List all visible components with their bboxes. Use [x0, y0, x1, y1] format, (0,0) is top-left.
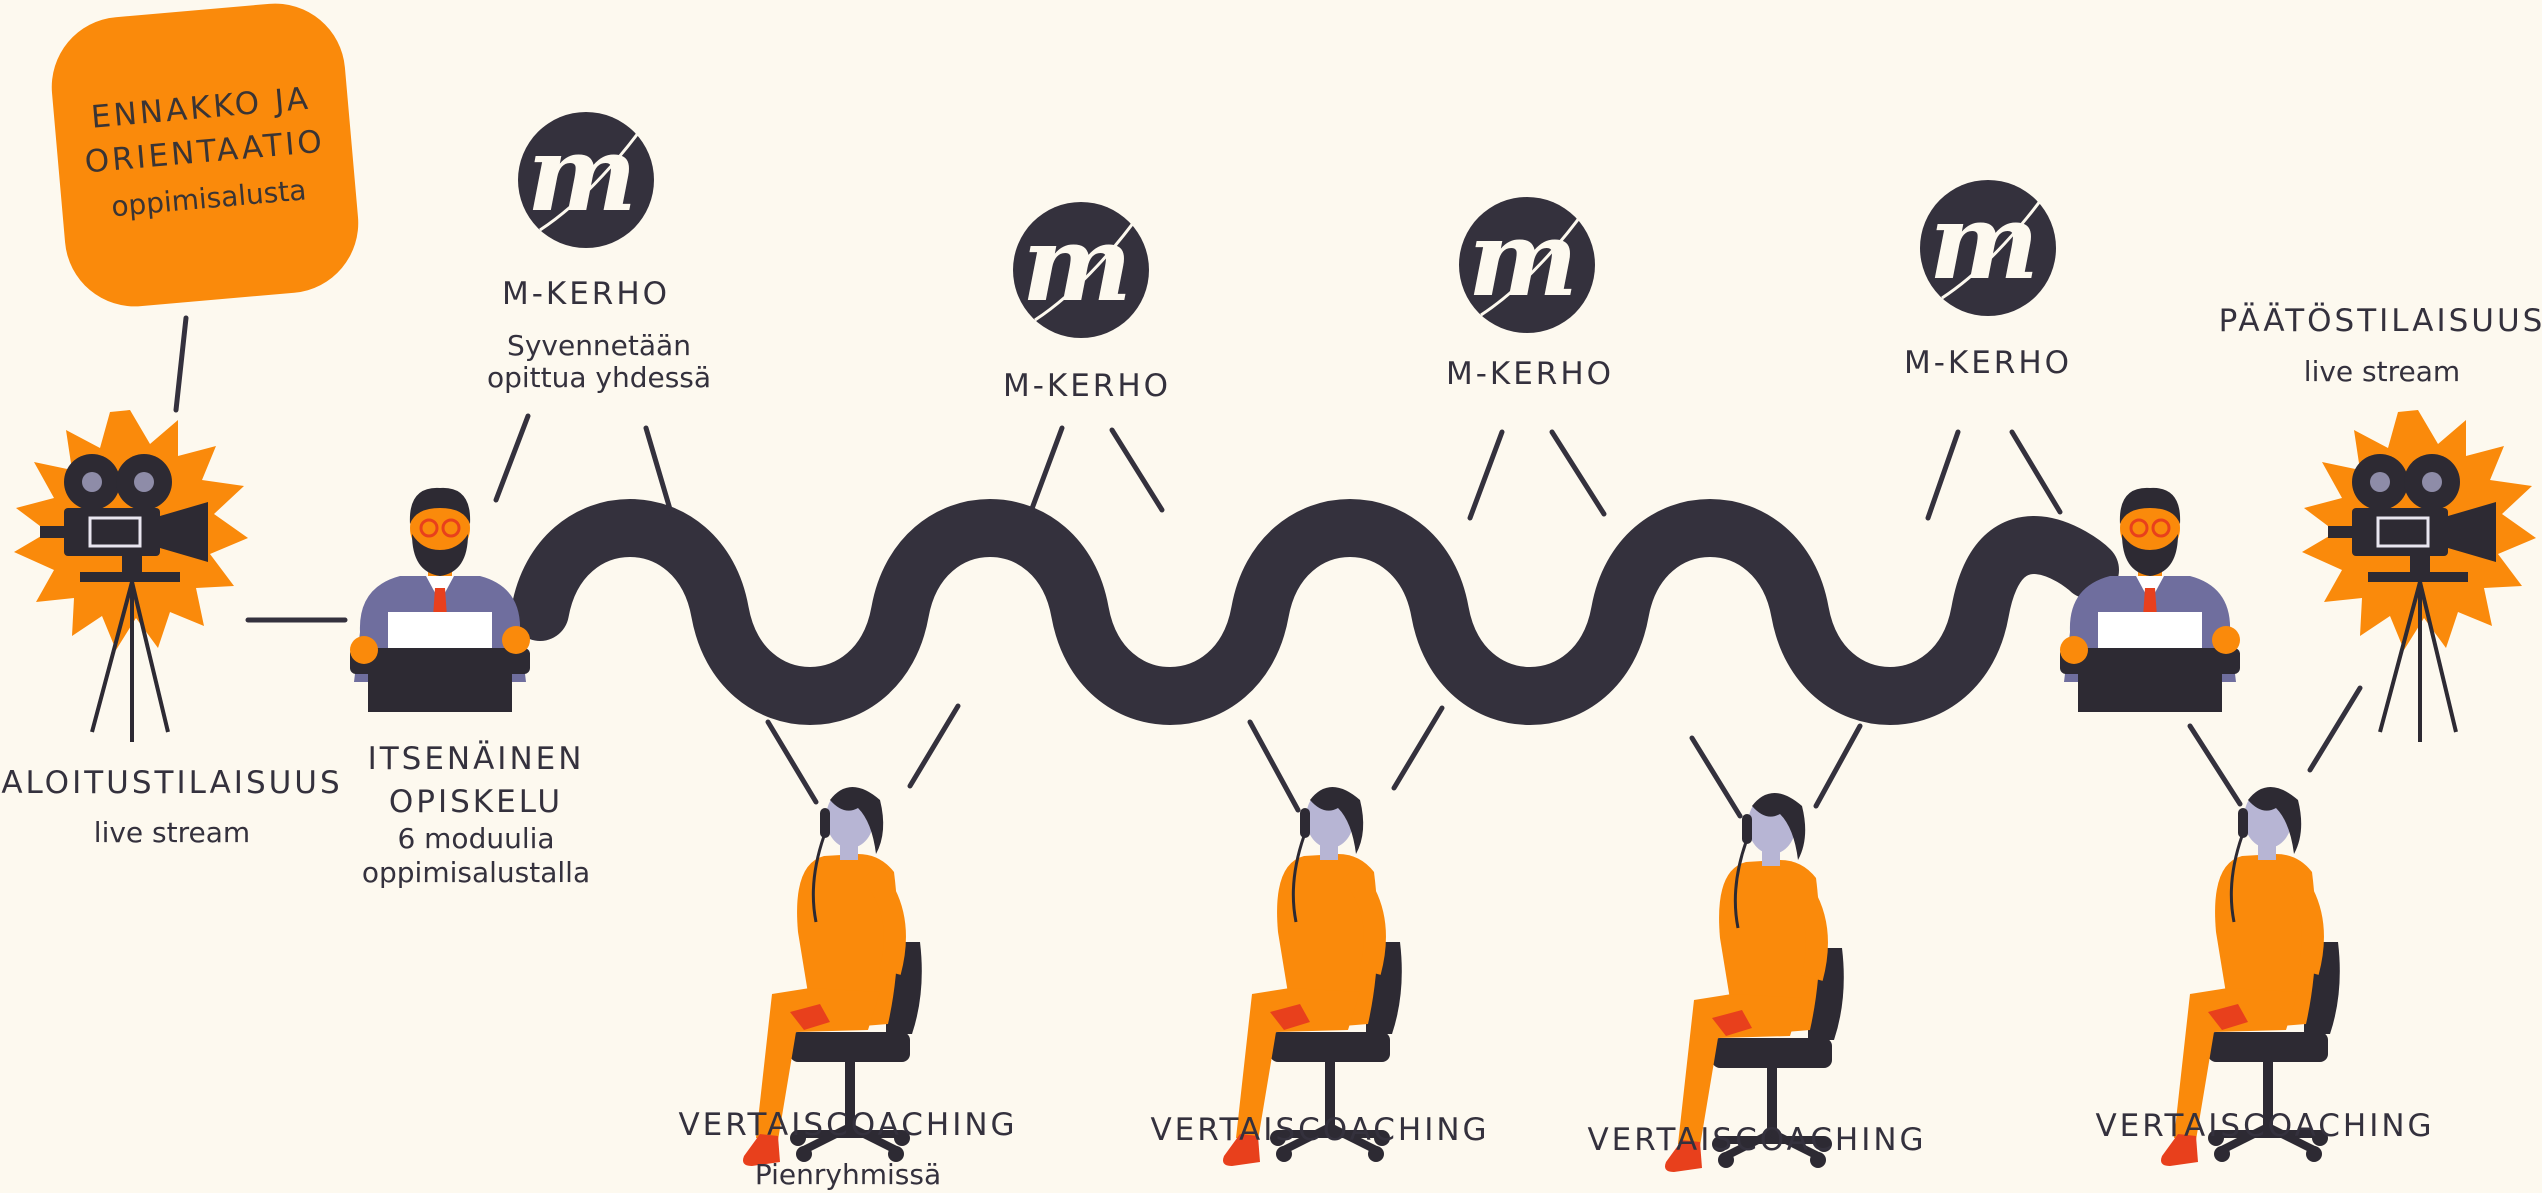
- coaching-title: VERTAISCOACHING: [1587, 1122, 1927, 1158]
- orientation-box: ENNAKKO JA ORIENTAATIO oppimisalusta: [45, 0, 365, 313]
- coaching-title: VERTAISCOACHING: [1150, 1112, 1490, 1148]
- end-event-subtitle: live stream: [2303, 355, 2461, 388]
- independent-study-title-line2: OPISKELU: [388, 784, 564, 820]
- m-logo-icon: [1011, 200, 1151, 340]
- connector-lines: [173, 315, 2363, 819]
- coaching-subtitle: Pienryhmissä: [754, 1158, 942, 1191]
- man-typewriter-icon: [348, 486, 532, 714]
- end-event-title: PÄÄTÖSTILAISUUS: [2218, 303, 2542, 339]
- film-camera-icon: [12, 408, 250, 744]
- m-club-title: M-KERHO: [1903, 345, 2073, 381]
- film-camera-icon: [2300, 408, 2538, 744]
- start-event-title: ALOITUSTILAISUUS: [1, 765, 343, 801]
- m-club-sub-line1: Syvennetään: [507, 329, 691, 362]
- m-logo-icon: [1918, 178, 2058, 318]
- woman-phone-chair-icon: [1665, 793, 1844, 1172]
- coaching-title: VERTAISCOACHING: [678, 1107, 1018, 1143]
- independent-study-title-line1: ITSENÄINEN: [367, 741, 585, 777]
- man-typewriter-icon: [2058, 486, 2242, 714]
- start-event-subtitle: live stream: [93, 816, 251, 849]
- m-logo-icon: [516, 110, 656, 250]
- independent-study-sub-line1: 6 moduulia: [397, 822, 555, 855]
- independent-study-sub-line2: oppimisalustalla: [361, 856, 591, 889]
- woman-phone-chair-icon: [1223, 787, 1402, 1166]
- winding-road: [511, 499, 2119, 725]
- coaching-title: VERTAISCOACHING: [2095, 1108, 2435, 1144]
- m-club-title: M-KERHO: [1445, 356, 1615, 392]
- m-club-title: M-KERHO: [501, 276, 671, 312]
- m-club-title: M-KERHO: [1002, 368, 1172, 404]
- m-club-sub-line2: opittua yhdessä: [486, 361, 712, 394]
- m-logo-icon: [1457, 195, 1597, 335]
